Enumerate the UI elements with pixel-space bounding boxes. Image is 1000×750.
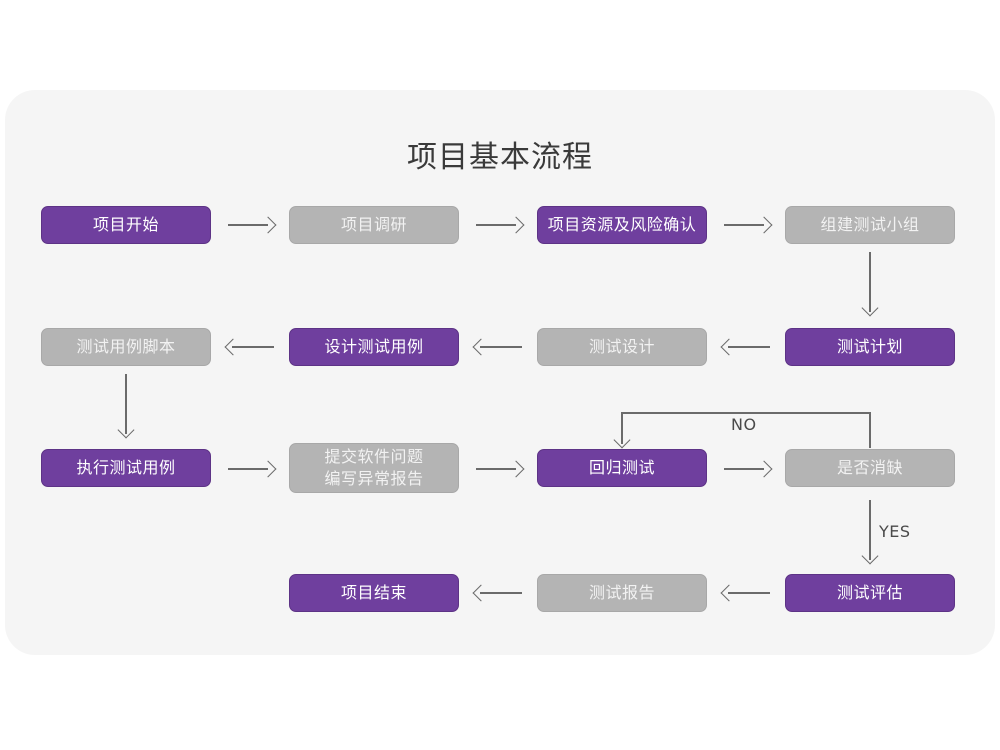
connector-line <box>480 346 522 348</box>
node-project-research[interactable]: 项目调研 <box>289 206 459 244</box>
connector-line <box>728 346 770 348</box>
connector-line-no-top <box>621 412 871 414</box>
connector-line-no-left <box>621 412 623 444</box>
node-submit-issue[interactable]: 提交软件问题 编写异常报告 <box>289 443 459 493</box>
edge-label-yes: YES <box>879 522 911 541</box>
connector-line <box>724 224 764 226</box>
connector-line <box>228 224 268 226</box>
connector-line <box>724 468 764 470</box>
node-defect-cleared[interactable]: 是否消缺 <box>785 449 955 487</box>
connector-line <box>869 252 871 312</box>
connector-line-no-right <box>869 412 871 448</box>
page-title: 项目基本流程 <box>407 140 593 175</box>
connector-line <box>476 468 516 470</box>
connector-line <box>476 224 516 226</box>
node-test-design[interactable]: 测试设计 <box>537 328 707 366</box>
flowchart-panel <box>5 90 995 655</box>
node-execute-test-case[interactable]: 执行测试用例 <box>41 449 211 487</box>
node-design-test-case[interactable]: 设计测试用例 <box>289 328 459 366</box>
node-test-case-script[interactable]: 测试用例脚本 <box>41 328 211 366</box>
connector-line <box>480 592 522 594</box>
node-resource-risk[interactable]: 项目资源及风险确认 <box>537 206 707 244</box>
connector-line <box>228 468 268 470</box>
node-project-start[interactable]: 项目开始 <box>41 206 211 244</box>
connector-line <box>125 374 127 434</box>
node-regression-test[interactable]: 回归测试 <box>537 449 707 487</box>
edge-label-no: NO <box>731 415 757 434</box>
node-test-evaluation[interactable]: 测试评估 <box>785 574 955 612</box>
node-test-plan[interactable]: 测试计划 <box>785 328 955 366</box>
connector-line <box>728 592 770 594</box>
connector-line <box>232 346 274 348</box>
node-build-team[interactable]: 组建测试小组 <box>785 206 955 244</box>
node-test-report[interactable]: 测试报告 <box>537 574 707 612</box>
node-project-end[interactable]: 项目结束 <box>289 574 459 612</box>
connector-line-yes <box>869 500 871 560</box>
